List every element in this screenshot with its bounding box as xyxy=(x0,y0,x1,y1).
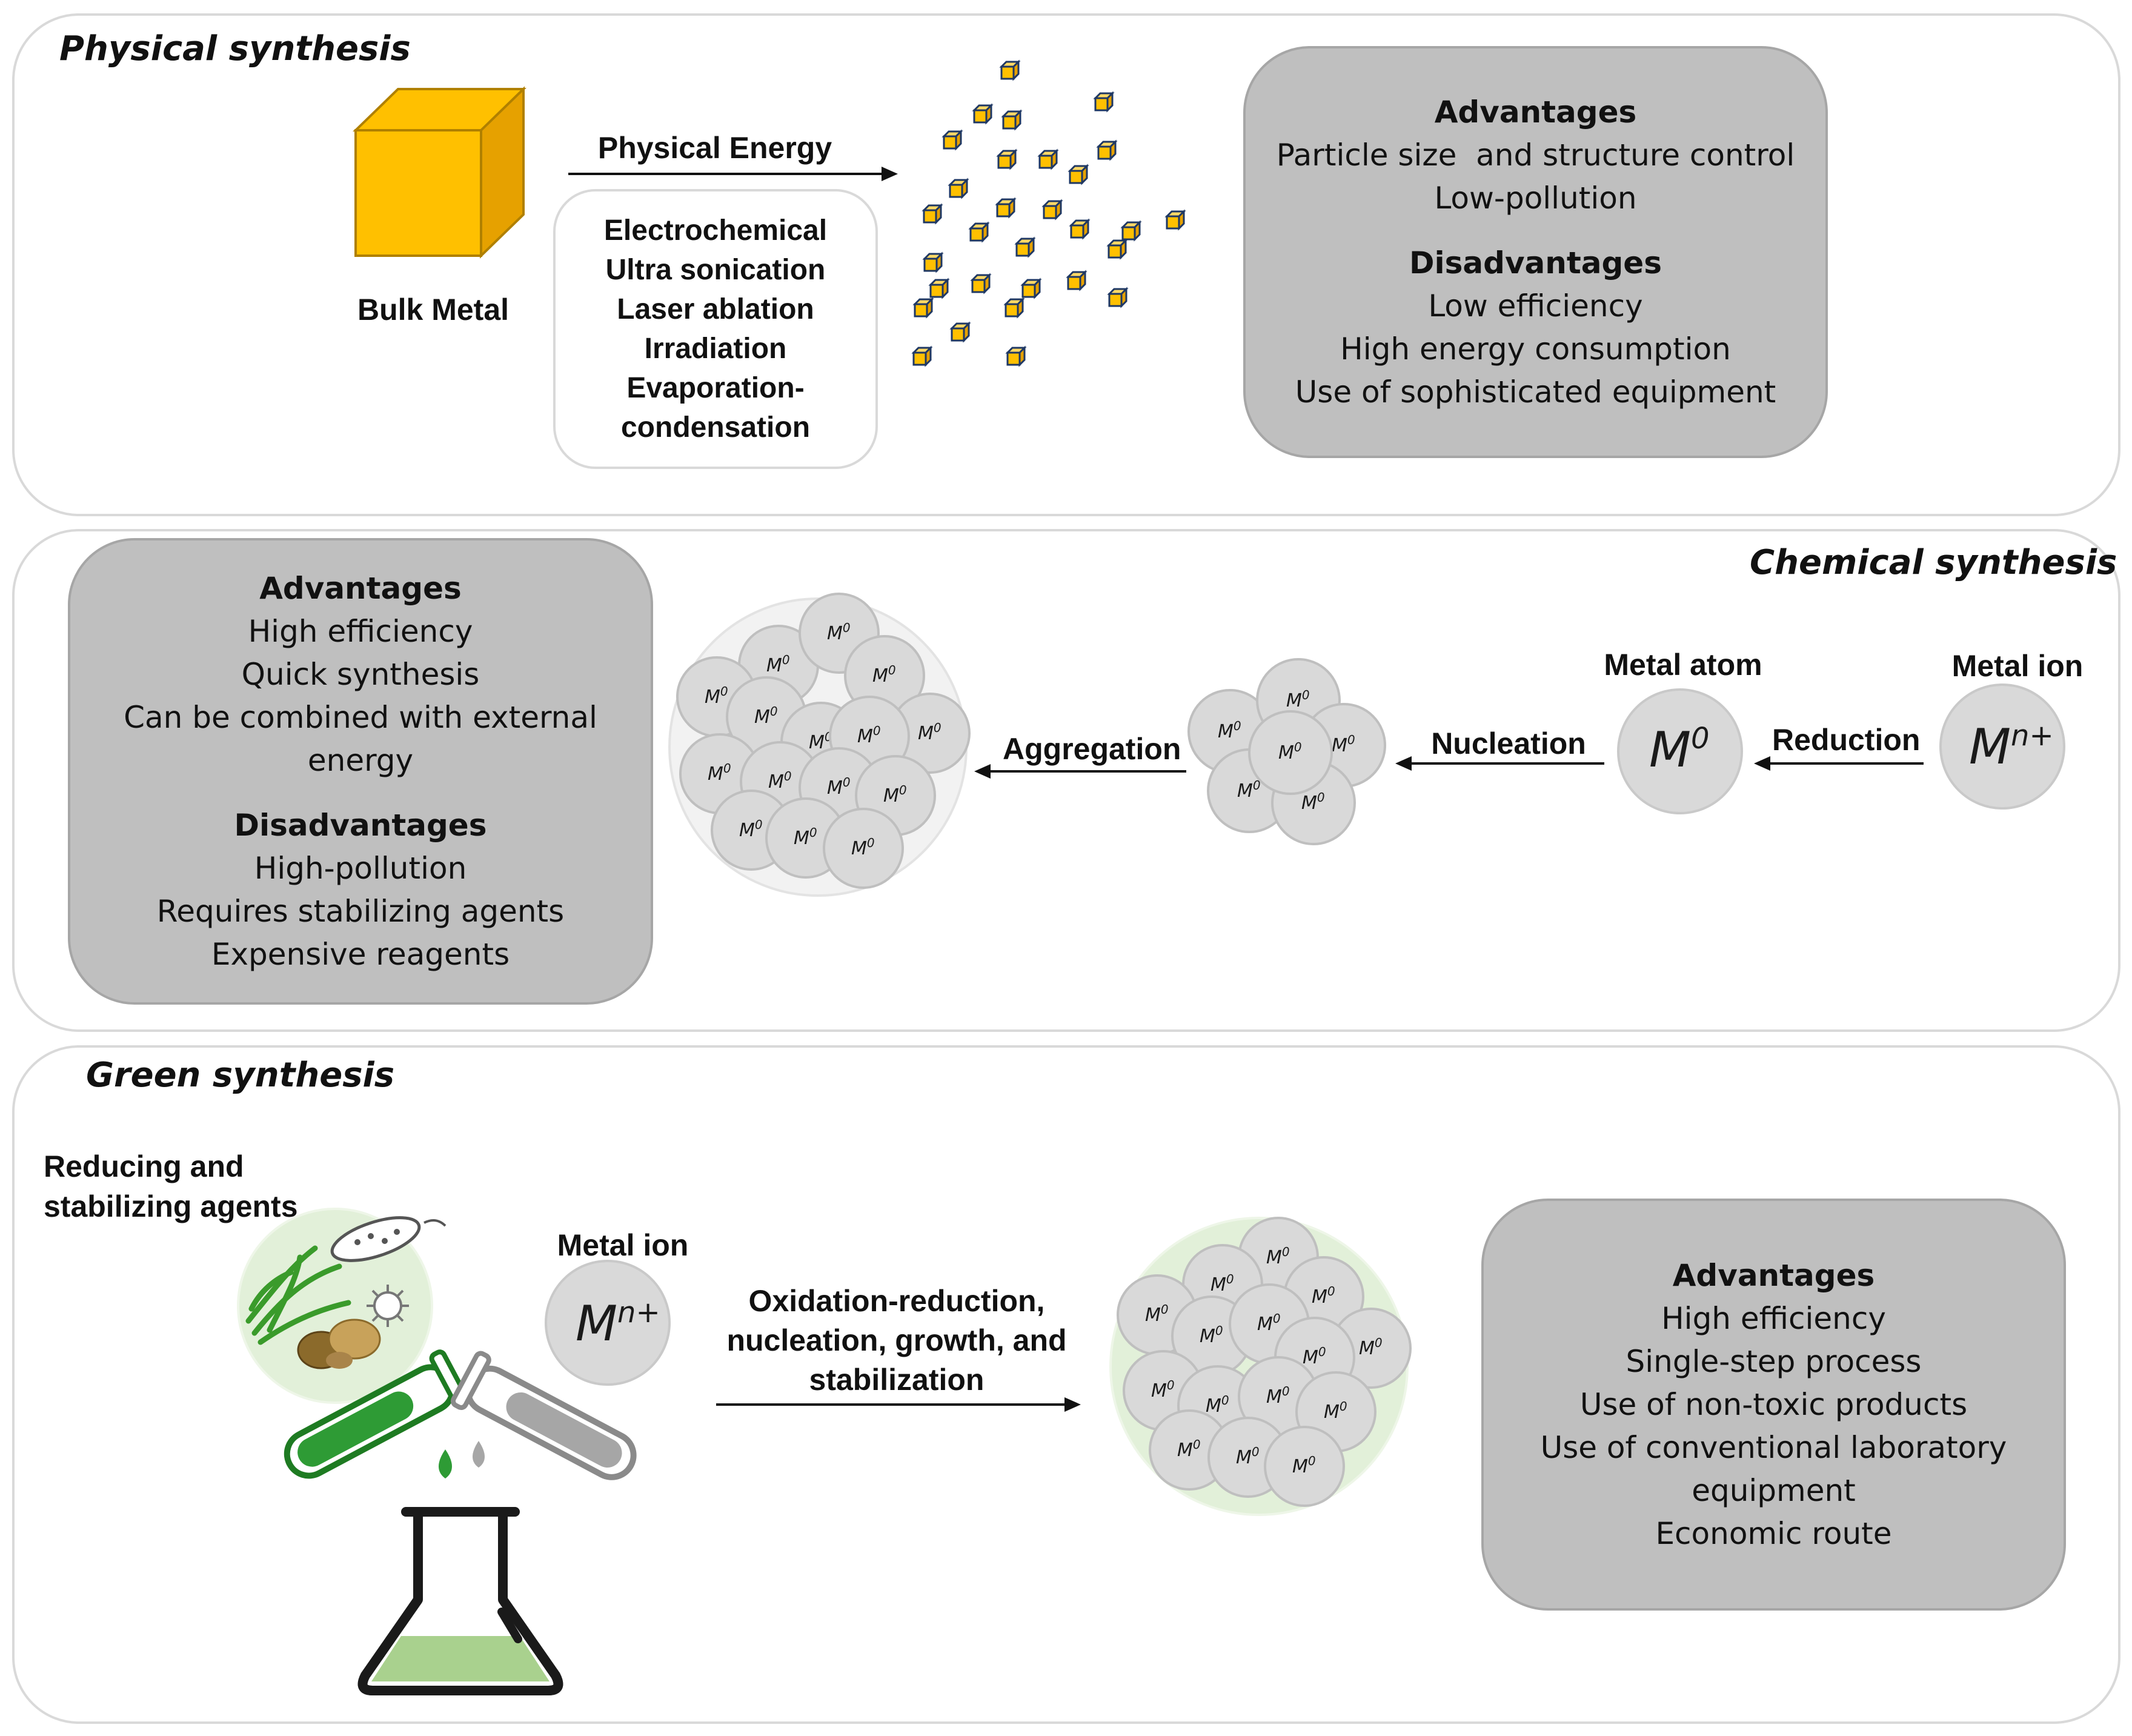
physical-pros-cons-box: Advantages Particle size and structure c… xyxy=(1243,46,1828,458)
reduction-label: Reduction xyxy=(1772,723,1921,757)
chemical-advantage-3: Can be combined with external xyxy=(124,699,597,735)
green-advantages-title: Advantages xyxy=(1672,1257,1875,1293)
metal-ion-label-green: Metal ion xyxy=(557,1228,689,1262)
physical-advantages-title: Advantages xyxy=(1434,94,1637,130)
chemical-disadvantage-3: Expensive reagents xyxy=(211,936,510,972)
green-advantage-4: Use of conventional laboratory xyxy=(1540,1429,2007,1465)
process-line-3: stabilization xyxy=(809,1363,985,1397)
method-condensation: condensation xyxy=(620,411,811,444)
chemical-advantages-title: Advantages xyxy=(259,570,462,606)
method-ultra-sonication: Ultra sonication xyxy=(605,254,826,286)
chemical-advantage-4: energy xyxy=(307,742,414,778)
physical-methods-box: Electrochemical Ultra sonication Laser a… xyxy=(553,189,878,469)
chemical-synthesis-title: Chemical synthesis xyxy=(1750,543,2117,582)
agents-label-line1: Reducing and xyxy=(44,1149,244,1183)
nucleation-label: Nucleation xyxy=(1431,727,1586,760)
chemical-disadvantage-1: High-pollution xyxy=(254,850,467,886)
agents-label-line2: stabilizing agents xyxy=(44,1189,298,1223)
physical-synthesis-title: Physical synthesis xyxy=(59,29,411,68)
method-irradiation: Irradiation xyxy=(644,333,787,365)
green-pros-box: Advantages High efficiency Single-step p… xyxy=(1481,1199,2066,1611)
method-laser-ablation: Laser ablation xyxy=(617,293,814,325)
chemical-advantage-1: High efficiency xyxy=(248,613,473,649)
process-line-1: Oxidation-reduction, xyxy=(748,1284,1045,1318)
metal-atom-label: Metal atom xyxy=(1604,648,1762,682)
physical-advantage-2: Low-pollution xyxy=(1434,180,1637,216)
chemical-pros-cons-box: Advantages High efficiency Quick synthes… xyxy=(68,538,653,1005)
metal-ion-label-chemical: Metal ion xyxy=(1951,649,2084,683)
green-advantage-1: High efficiency xyxy=(1661,1300,1886,1336)
green-advantage-2: Single-step process xyxy=(1626,1343,1922,1379)
physical-disadvantage-2: High energy consumption xyxy=(1340,331,1731,367)
chemical-advantage-2: Quick synthesis xyxy=(241,656,480,692)
process-line-2: nucleation, growth, and xyxy=(726,1323,1067,1357)
aggregation-label: Aggregation xyxy=(1003,732,1181,766)
method-evaporation: Evaporation- xyxy=(626,372,805,404)
physical-advantage-1: Particle size and structure control xyxy=(1276,137,1795,173)
method-electrochemical: Electrochemical xyxy=(603,215,828,247)
physical-disadvantage-1: Low efficiency xyxy=(1428,288,1643,324)
physical-disadvantage-3: Use of sophisticated equipment xyxy=(1295,374,1776,410)
green-advantage-5: equipment xyxy=(1692,1472,1856,1508)
physical-disadvantages-title: Disadvantages xyxy=(1409,245,1662,281)
physical-energy-label: Physical Energy xyxy=(597,131,832,165)
bulk-metal-label: Bulk Metal xyxy=(357,293,510,327)
chemical-disadvantages-title: Disadvantages xyxy=(234,807,487,843)
green-synthesis-title: Green synthesis xyxy=(86,1056,395,1095)
green-advantage-3: Use of non-toxic products xyxy=(1579,1386,1968,1422)
green-advantage-6: Economic route xyxy=(1655,1515,1892,1551)
chemical-disadvantage-2: Requires stabilizing agents xyxy=(156,893,565,929)
